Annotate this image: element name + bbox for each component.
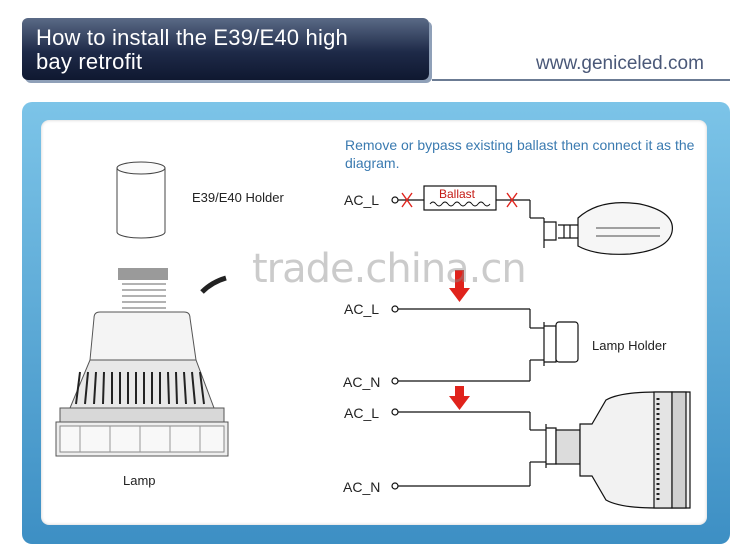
circuit-lamp-holder xyxy=(391,305,579,385)
terminal-ac-l-bottom: AC_L xyxy=(344,405,380,421)
arrow-down-icon-2 xyxy=(449,386,470,410)
instruction-text: Remove or bypass existing ballast then c… xyxy=(345,137,695,171)
lamp-holder-label: Lamp Holder xyxy=(592,338,667,353)
arrow-down-icon-1 xyxy=(449,270,470,302)
terminal-ac-n-mid: AC_N xyxy=(343,374,381,390)
lamp-label: Lamp xyxy=(123,473,156,488)
holder-label: E39/E40 Holder xyxy=(192,190,284,205)
circuit-led-lamp xyxy=(391,391,691,509)
terminal-ac-n-bottom: AC_N xyxy=(343,479,381,495)
terminal-ac-l-mid: AC_L xyxy=(344,301,380,317)
watermark: trade.china.cn xyxy=(252,246,527,292)
title-banner xyxy=(22,18,429,80)
ballast-label: Ballast xyxy=(439,187,476,201)
header-rule xyxy=(432,79,730,81)
website-url[interactable]: www.geniceled.com xyxy=(536,53,704,74)
e39-holder-illustration xyxy=(116,161,166,239)
led-lamp-illustration xyxy=(55,268,229,457)
terminal-ac-l-top: AC_L xyxy=(344,192,380,208)
circuit-ballast xyxy=(391,185,673,255)
red-arrows xyxy=(449,270,470,410)
page-title: How to install the E39/E40 high bay retr… xyxy=(36,25,348,74)
cut-marks xyxy=(401,192,518,208)
